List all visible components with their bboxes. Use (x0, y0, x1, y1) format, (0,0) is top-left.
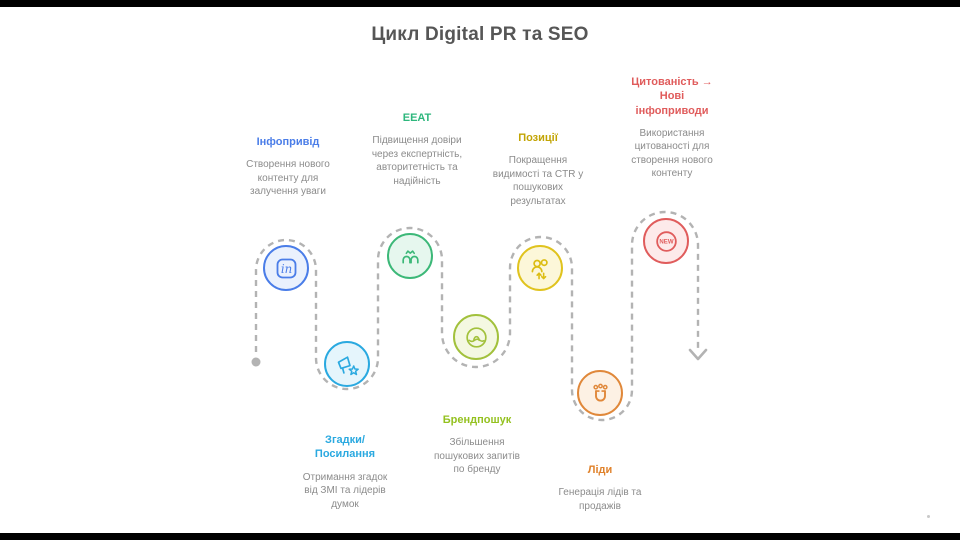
megaphone-star-icon (337, 355, 359, 375)
linkedin-in-icon: in (276, 258, 296, 278)
end-arrow-icon (688, 348, 708, 361)
letterbox-top (0, 0, 960, 7)
team-crown-icon (401, 249, 419, 264)
stage-description: Збільшення пошукових запитів по бренду (434, 437, 520, 476)
stage-description: Створення нового контенту для залучення … (246, 159, 330, 198)
stage-node-citations: NEW (643, 218, 689, 264)
stage-node-leads (577, 370, 623, 416)
stage-label: Згадки/ Посилання (314, 434, 376, 461)
stage-label: Брендпошук (442, 414, 512, 426)
stage-description: Покращення видимості та CTR у пошукових … (492, 155, 584, 207)
stage-node-brandsearch (453, 314, 499, 360)
stage-node-zgadky (324, 341, 370, 387)
stage-eeat: EEAT Підвищення довіри через експертніст… (361, 111, 473, 188)
stage-description: Підвищення довіри через експертність, ав… (371, 135, 463, 187)
letterbox-bottom (0, 533, 960, 540)
stray-dot (927, 515, 930, 518)
stage-node-eeat (387, 233, 433, 279)
stage-citations: Цитованість → Нові інфоприводи Використа… (617, 75, 727, 181)
stage-description: Отримання згадок від ЗМІ та лідерів думо… (302, 471, 388, 510)
start-dot-icon (251, 357, 261, 367)
flow-path (254, 210, 700, 422)
stage-label: Інфопривід (256, 136, 320, 148)
stage-zgadky: Згадки/ Посилання Отримання згадок від З… (295, 433, 395, 511)
stage-leads: Ліди Генерація лідів та продажів (550, 463, 650, 513)
magnet-leads-icon (592, 383, 608, 402)
stage-description: Генерація лідів та продажів (558, 487, 642, 512)
page-title: Цикл Digital PR та SEO (371, 24, 589, 45)
stage-label: Ліди (587, 464, 613, 476)
stage-brandsearch: Брендпошук Збільшення пошукових запитів … (428, 413, 526, 477)
stage-label: EEAT (402, 112, 432, 124)
stage-node-positions (517, 245, 563, 291)
brand-wave-icon (465, 326, 487, 348)
stage-description: Використання цитованості для створення н… (631, 127, 713, 180)
svg-text:NEW: NEW (659, 239, 673, 245)
stage-label: Позиції (518, 132, 558, 144)
stage-node-infopryvid: in (263, 245, 309, 291)
svg-text:in: in (280, 262, 291, 276)
stage-positions: Позиції Покращення видимості та CTR у по… (488, 131, 588, 208)
stage-infopryvid: Інфопривід Створення нового контенту для… (238, 135, 338, 199)
stage-label: Цитованість → Нові інфоприводи (631, 76, 713, 117)
people-rank-icon (531, 258, 548, 279)
new-badge-icon: NEW (655, 230, 677, 252)
